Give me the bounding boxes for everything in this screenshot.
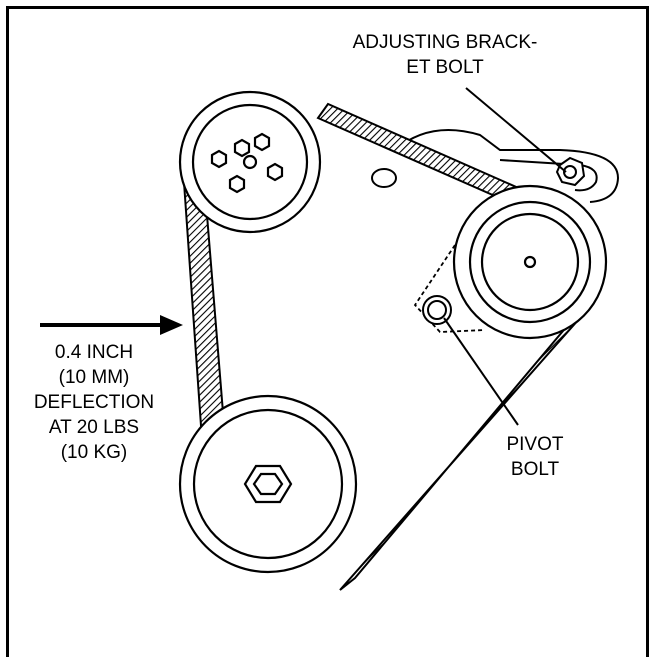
adjusting-bracket (371, 129, 620, 203)
alternator-pulley (452, 184, 608, 340)
adjusting-bracket-bolt-icon (555, 156, 586, 187)
pivot-label-line-2: BOLT (510, 459, 560, 480)
pivot-label-line-1: PIVOT (506, 434, 564, 455)
adjusting-bracket-bolt-label: ADJUSTING BRACK- ET BOLT (300, 30, 590, 80)
adjusting-label-line-2: ET BOLT (406, 57, 484, 78)
deflection-label: 0.4 INCH (10 MM) DEFLECTION AT 20 LBS (1… (4, 340, 184, 465)
deflection-line-5: (10 KG) (60, 442, 128, 463)
pivot-bolt-label: PIVOT BOLT (480, 432, 590, 482)
leader-lines (443, 87, 567, 426)
pivot-bolt-icon (422, 295, 452, 325)
deflection-line-2: (10 MM) (58, 367, 130, 388)
upper-pulley (178, 90, 322, 234)
deflection-line-4: AT 20 LBS (48, 417, 140, 438)
crankshaft-pulley (178, 394, 358, 574)
deflection-arrow (40, 315, 183, 335)
deflection-line-1: 0.4 INCH (54, 342, 134, 363)
adjusting-label-line-1: ADJUSTING BRACK- (352, 32, 538, 53)
deflection-line-3: DEFLECTION (33, 392, 155, 413)
pivot-bracket (413, 244, 486, 333)
